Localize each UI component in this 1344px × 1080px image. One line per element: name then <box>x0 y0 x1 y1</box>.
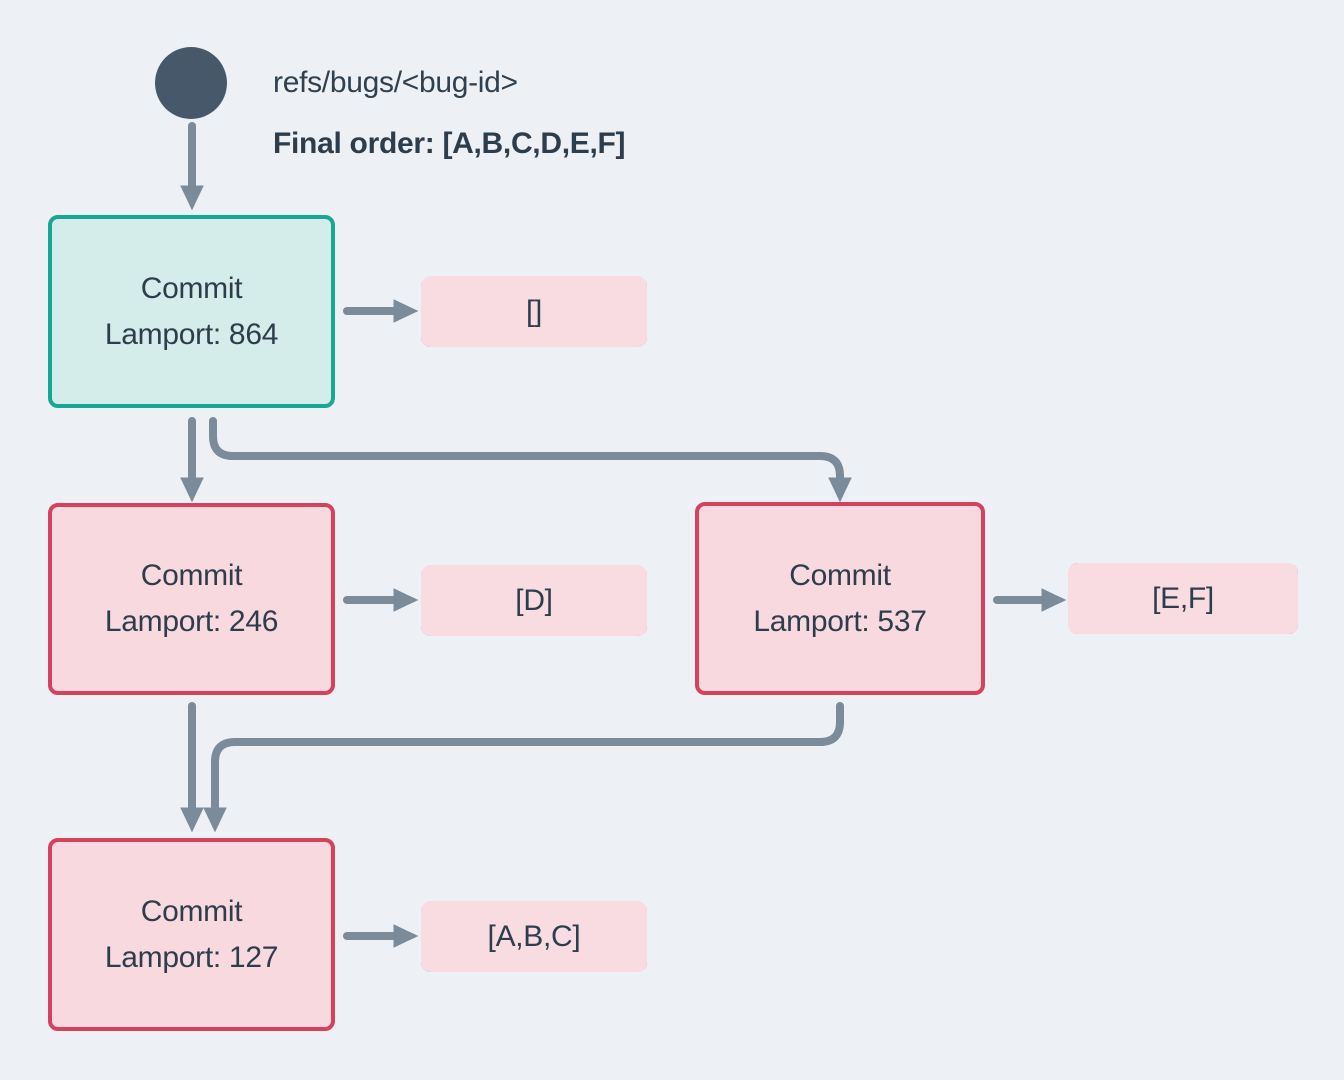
commit-node-127: Commit Lamport: 127 <box>48 838 335 1031</box>
commit-node-537: Commit Lamport: 537 <box>695 502 985 695</box>
commit-title: Commit <box>789 558 891 592</box>
lamport-label: Lamport: 246 <box>104 605 279 638</box>
edge-537-to-127 <box>203 702 844 833</box>
ref-head-dot-icon <box>155 47 227 119</box>
lamport-label: Lamport: 127 <box>104 940 279 974</box>
commit-title: Commit <box>140 894 243 928</box>
final-order-label: Final order: [A,B,C,D,E,F] <box>273 127 626 160</box>
ref-name-label: refs/bugs/<bug-id> <box>273 66 518 99</box>
commit-node-864: Commit Lamport: 864 <box>48 215 335 408</box>
payload-box-246: [D] <box>421 565 647 636</box>
payload-box-537: [E,F] <box>1068 563 1298 634</box>
payload-box-864: [] <box>421 276 647 347</box>
edge-864-to-537 <box>209 417 852 503</box>
commit-title: Commit <box>140 271 243 305</box>
payload-box-127: [A,B,C] <box>421 901 647 972</box>
lamport-label: Lamport: 864 <box>104 317 279 351</box>
commit-node-246: Commit Lamport: 246 <box>48 503 335 695</box>
commit-title: Commit <box>140 559 243 592</box>
lamport-label: Lamport: 537 <box>753 604 927 638</box>
